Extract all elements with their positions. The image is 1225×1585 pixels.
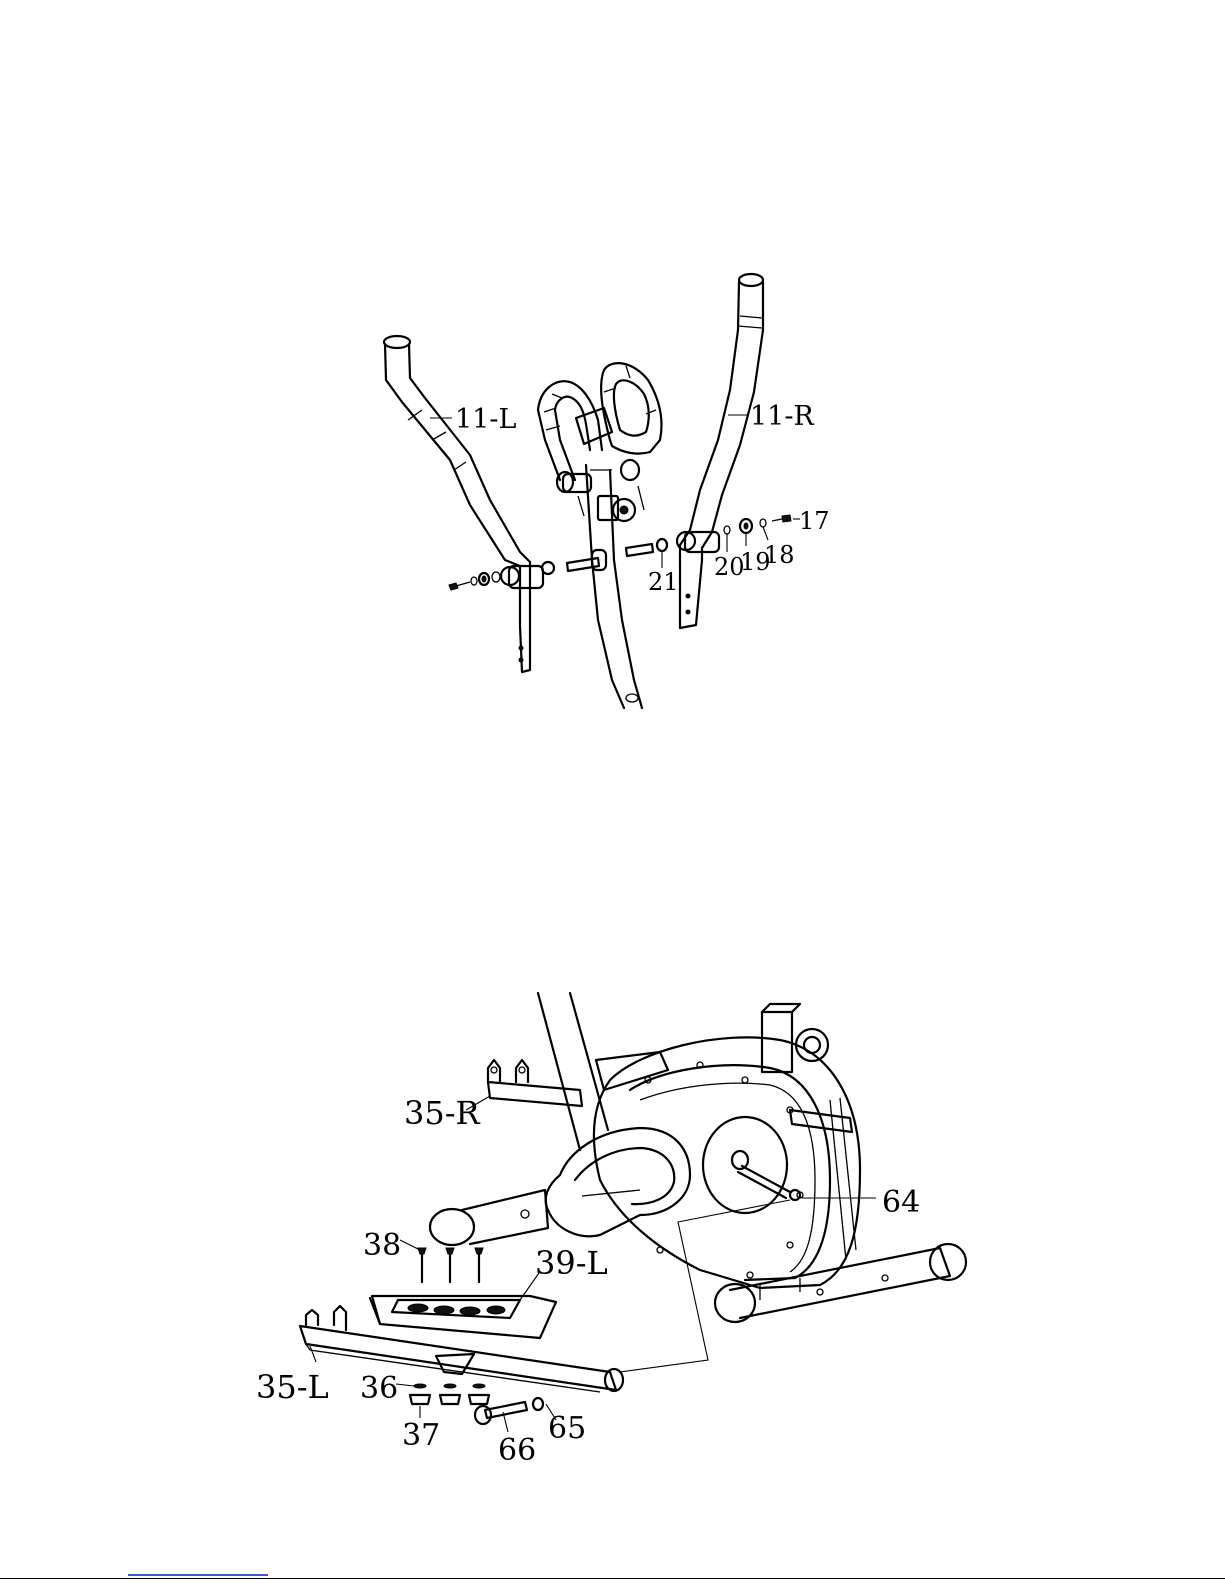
- label-21: 21: [648, 568, 679, 596]
- left-handlebar: [384, 336, 543, 672]
- right-rail: [488, 1060, 582, 1106]
- label-37: 37: [402, 1418, 440, 1453]
- right-hardware: [724, 515, 791, 534]
- figure2-labels: 35-R 38 39-L 35-L 36 37 66 65 64: [256, 1094, 920, 1468]
- center-console-post: [538, 363, 662, 708]
- upright-post: [538, 993, 608, 1150]
- front-stabilizer: [715, 1244, 966, 1322]
- figure-pedal-rail-assembly: 35-R 38 39-L 35-L 36 37 66 65 64: [256, 993, 966, 1468]
- footer-link-underline[interactable]: [128, 1574, 268, 1576]
- label-11-L: 11-L: [455, 404, 516, 435]
- label-17: 17: [799, 507, 830, 535]
- label-20: 20: [714, 553, 745, 581]
- rear-stabilizer: [430, 1190, 548, 1245]
- label-38: 38: [363, 1228, 401, 1263]
- label-11-R: 11-R: [750, 401, 814, 432]
- figure-handlebar-assembly: 11-L 11-R 17 18 19 20 21: [384, 274, 830, 708]
- left-pedal: [370, 1296, 556, 1338]
- label-36: 36: [360, 1371, 398, 1406]
- left-rail: [300, 1306, 623, 1392]
- label-39-L: 39-L: [535, 1244, 608, 1282]
- crank-arm: [546, 1128, 690, 1236]
- label-35-L: 35-L: [256, 1368, 329, 1406]
- footer-divider: [0, 1578, 1225, 1579]
- label-19: 19: [740, 548, 771, 576]
- label-65: 65: [548, 1411, 586, 1446]
- knob-nuts: [410, 1384, 489, 1404]
- flywheel-housing: [594, 1004, 860, 1288]
- label-66: 66: [498, 1433, 536, 1468]
- axle-shaft: [567, 539, 667, 571]
- label-35-R: 35-R: [404, 1094, 481, 1132]
- screws: [418, 1248, 483, 1282]
- label-64: 64: [882, 1185, 920, 1220]
- rail-bolt: [475, 1398, 543, 1424]
